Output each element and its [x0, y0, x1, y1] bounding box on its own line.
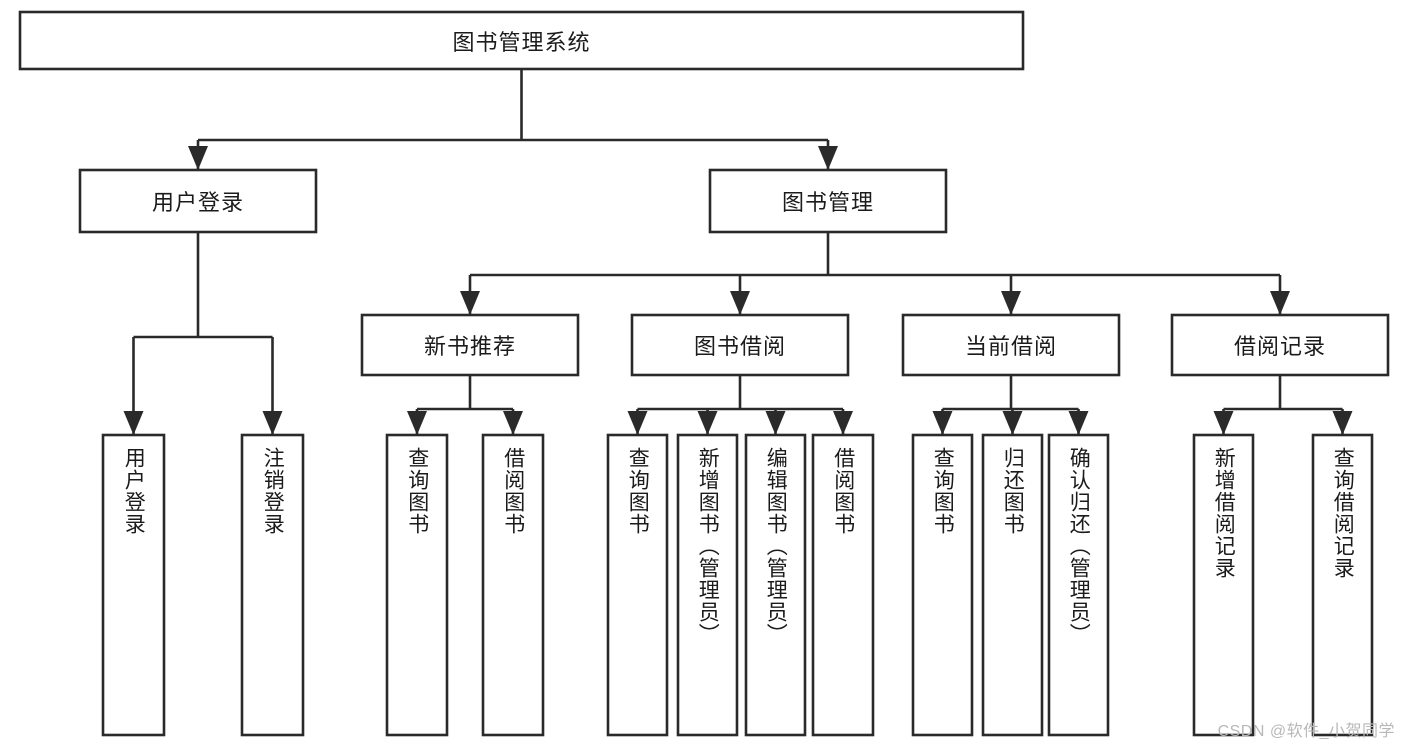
edge-book-manage-arrowhead-3	[1270, 291, 1290, 315]
node-box-book-manage[interactable]	[708, 168, 948, 234]
edge-bb-arrowhead-0	[627, 411, 648, 435]
node-box-leaf-borrow-book-1[interactable]	[481, 433, 545, 737]
edge-br-arrowhead-1	[1332, 411, 1353, 435]
node-box-leaf-query-book-3[interactable]	[911, 433, 974, 737]
edge-bb-arrowhead-1	[697, 411, 718, 435]
node-box-leaf-logout[interactable]	[240, 433, 305, 737]
edge-book-manage-arrowhead-0	[460, 291, 480, 315]
edge-book-manage-arrowhead-1	[730, 291, 750, 315]
edge-cb-arrowhead-1	[1002, 411, 1023, 435]
edge-br-arrowhead-0	[1213, 411, 1234, 435]
edge-cb-arrowhead-2	[1068, 411, 1089, 435]
node-box-leaf-query-book-2[interactable]	[606, 433, 669, 737]
edge-nbr-arrowhead-1	[503, 411, 523, 435]
node-box-root[interactable]	[18, 10, 1025, 71]
node-box-current-borrow[interactable]	[901, 313, 1121, 377]
node-box-leaf-confirm-return[interactable]	[1047, 433, 1110, 737]
edge-book-manage-arrowhead-2	[1001, 291, 1021, 315]
node-box-leaf-return-book[interactable]	[981, 433, 1044, 737]
edge-root-arrowhead-0	[188, 146, 208, 170]
edge-user-login-arrowhead-0	[123, 411, 144, 435]
node-box-borrow-record[interactable]	[1170, 313, 1390, 377]
edge-bb-arrowhead-3	[833, 411, 853, 435]
boxes-layer	[18, 10, 1390, 737]
node-box-leaf-borrow-book-2[interactable]	[811, 433, 875, 737]
node-box-leaf-query-record[interactable]	[1311, 433, 1374, 737]
node-box-leaf-edit-book[interactable]	[744, 433, 807, 737]
edge-nbr-arrowhead-0	[407, 411, 427, 435]
edge-user-login-arrowhead-1	[262, 411, 283, 435]
node-box-user-login[interactable]	[78, 168, 318, 234]
edge-cb-arrowhead-0	[932, 411, 953, 435]
connectors-layer	[123, 69, 1353, 435]
node-box-leaf-add-book[interactable]	[676, 433, 739, 737]
edge-bb-arrowhead-2	[765, 411, 786, 435]
node-box-leaf-query-book-1[interactable]	[385, 433, 449, 737]
node-box-leaf-add-record[interactable]	[1192, 433, 1255, 737]
node-box-book-borrow[interactable]	[630, 313, 850, 377]
node-box-leaf-user-login[interactable]	[101, 433, 166, 737]
edge-root-arrowhead-1	[818, 146, 838, 170]
node-box-new-book-recommend[interactable]	[360, 313, 580, 377]
watermark: CSDN @软件_小贺同学	[1217, 723, 1395, 740]
